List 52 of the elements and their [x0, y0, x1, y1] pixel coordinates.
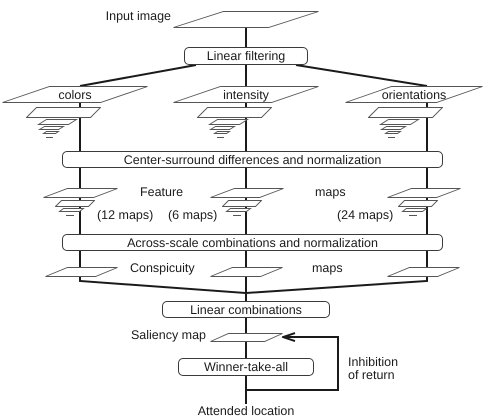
connector-line: [426, 198, 428, 234]
row-label: maps: [315, 185, 346, 199]
output-label: Attended location: [186, 404, 306, 419]
image-plane: [387, 267, 460, 277]
image-plane: [210, 188, 284, 198]
process-label: Across-scale combinations and normalization: [127, 236, 378, 250]
process-box: [178, 358, 314, 376]
edge-label: Inhibition of return: [348, 356, 400, 382]
connector-line: [245, 198, 247, 234]
image-plane: [2, 86, 148, 103]
plane-label: intensity: [223, 88, 269, 102]
image-plane: [45, 267, 118, 277]
process-box: [184, 47, 308, 65]
image-plane: [345, 86, 483, 103]
connector-line: [80, 64, 196, 87]
connector-line: [79, 168, 81, 188]
image-plane: [387, 188, 461, 198]
arrow: [245, 332, 339, 391]
image-plane: [210, 333, 283, 342]
connector-line: [245, 168, 247, 188]
image-plane: [173, 86, 319, 103]
row-label: Conspicuity: [130, 261, 195, 275]
row-label: maps: [312, 261, 343, 275]
connector-line: [245, 342, 247, 358]
connector-line: [426, 168, 428, 188]
plane-label: colors: [58, 88, 92, 102]
image-plane: [210, 267, 283, 277]
image-plane: [43, 188, 118, 198]
connector-line: [245, 251, 247, 267]
connector-line: [245, 28, 247, 47]
connector-line: [79, 251, 81, 267]
process-label: Linear combinations: [190, 302, 302, 316]
plane-caption: (24 maps): [337, 208, 394, 222]
process-box: [162, 301, 330, 318]
plane-caption: (6 maps): [168, 208, 218, 222]
row-label: Feature: [140, 185, 184, 199]
connector-line: [245, 65, 247, 86]
process-label: Linear filtering: [206, 49, 286, 63]
connector-line: [245, 277, 428, 301]
process-box: [62, 151, 443, 168]
image-plane: [173, 11, 319, 28]
plane-caption: Saliency map: [130, 328, 206, 342]
connector-line: [426, 251, 428, 267]
connector-line: [245, 318, 247, 333]
process-box: [62, 234, 443, 251]
process-label: Center-surround differences and normalization: [124, 152, 382, 166]
plane-caption: Input image: [106, 9, 171, 23]
connector-line: [296, 64, 428, 87]
connector-line: [79, 198, 81, 234]
process-label: Winner-take-all: [204, 360, 288, 374]
plane-label: orientations: [382, 88, 446, 102]
plane-caption: (12 maps): [97, 208, 154, 222]
